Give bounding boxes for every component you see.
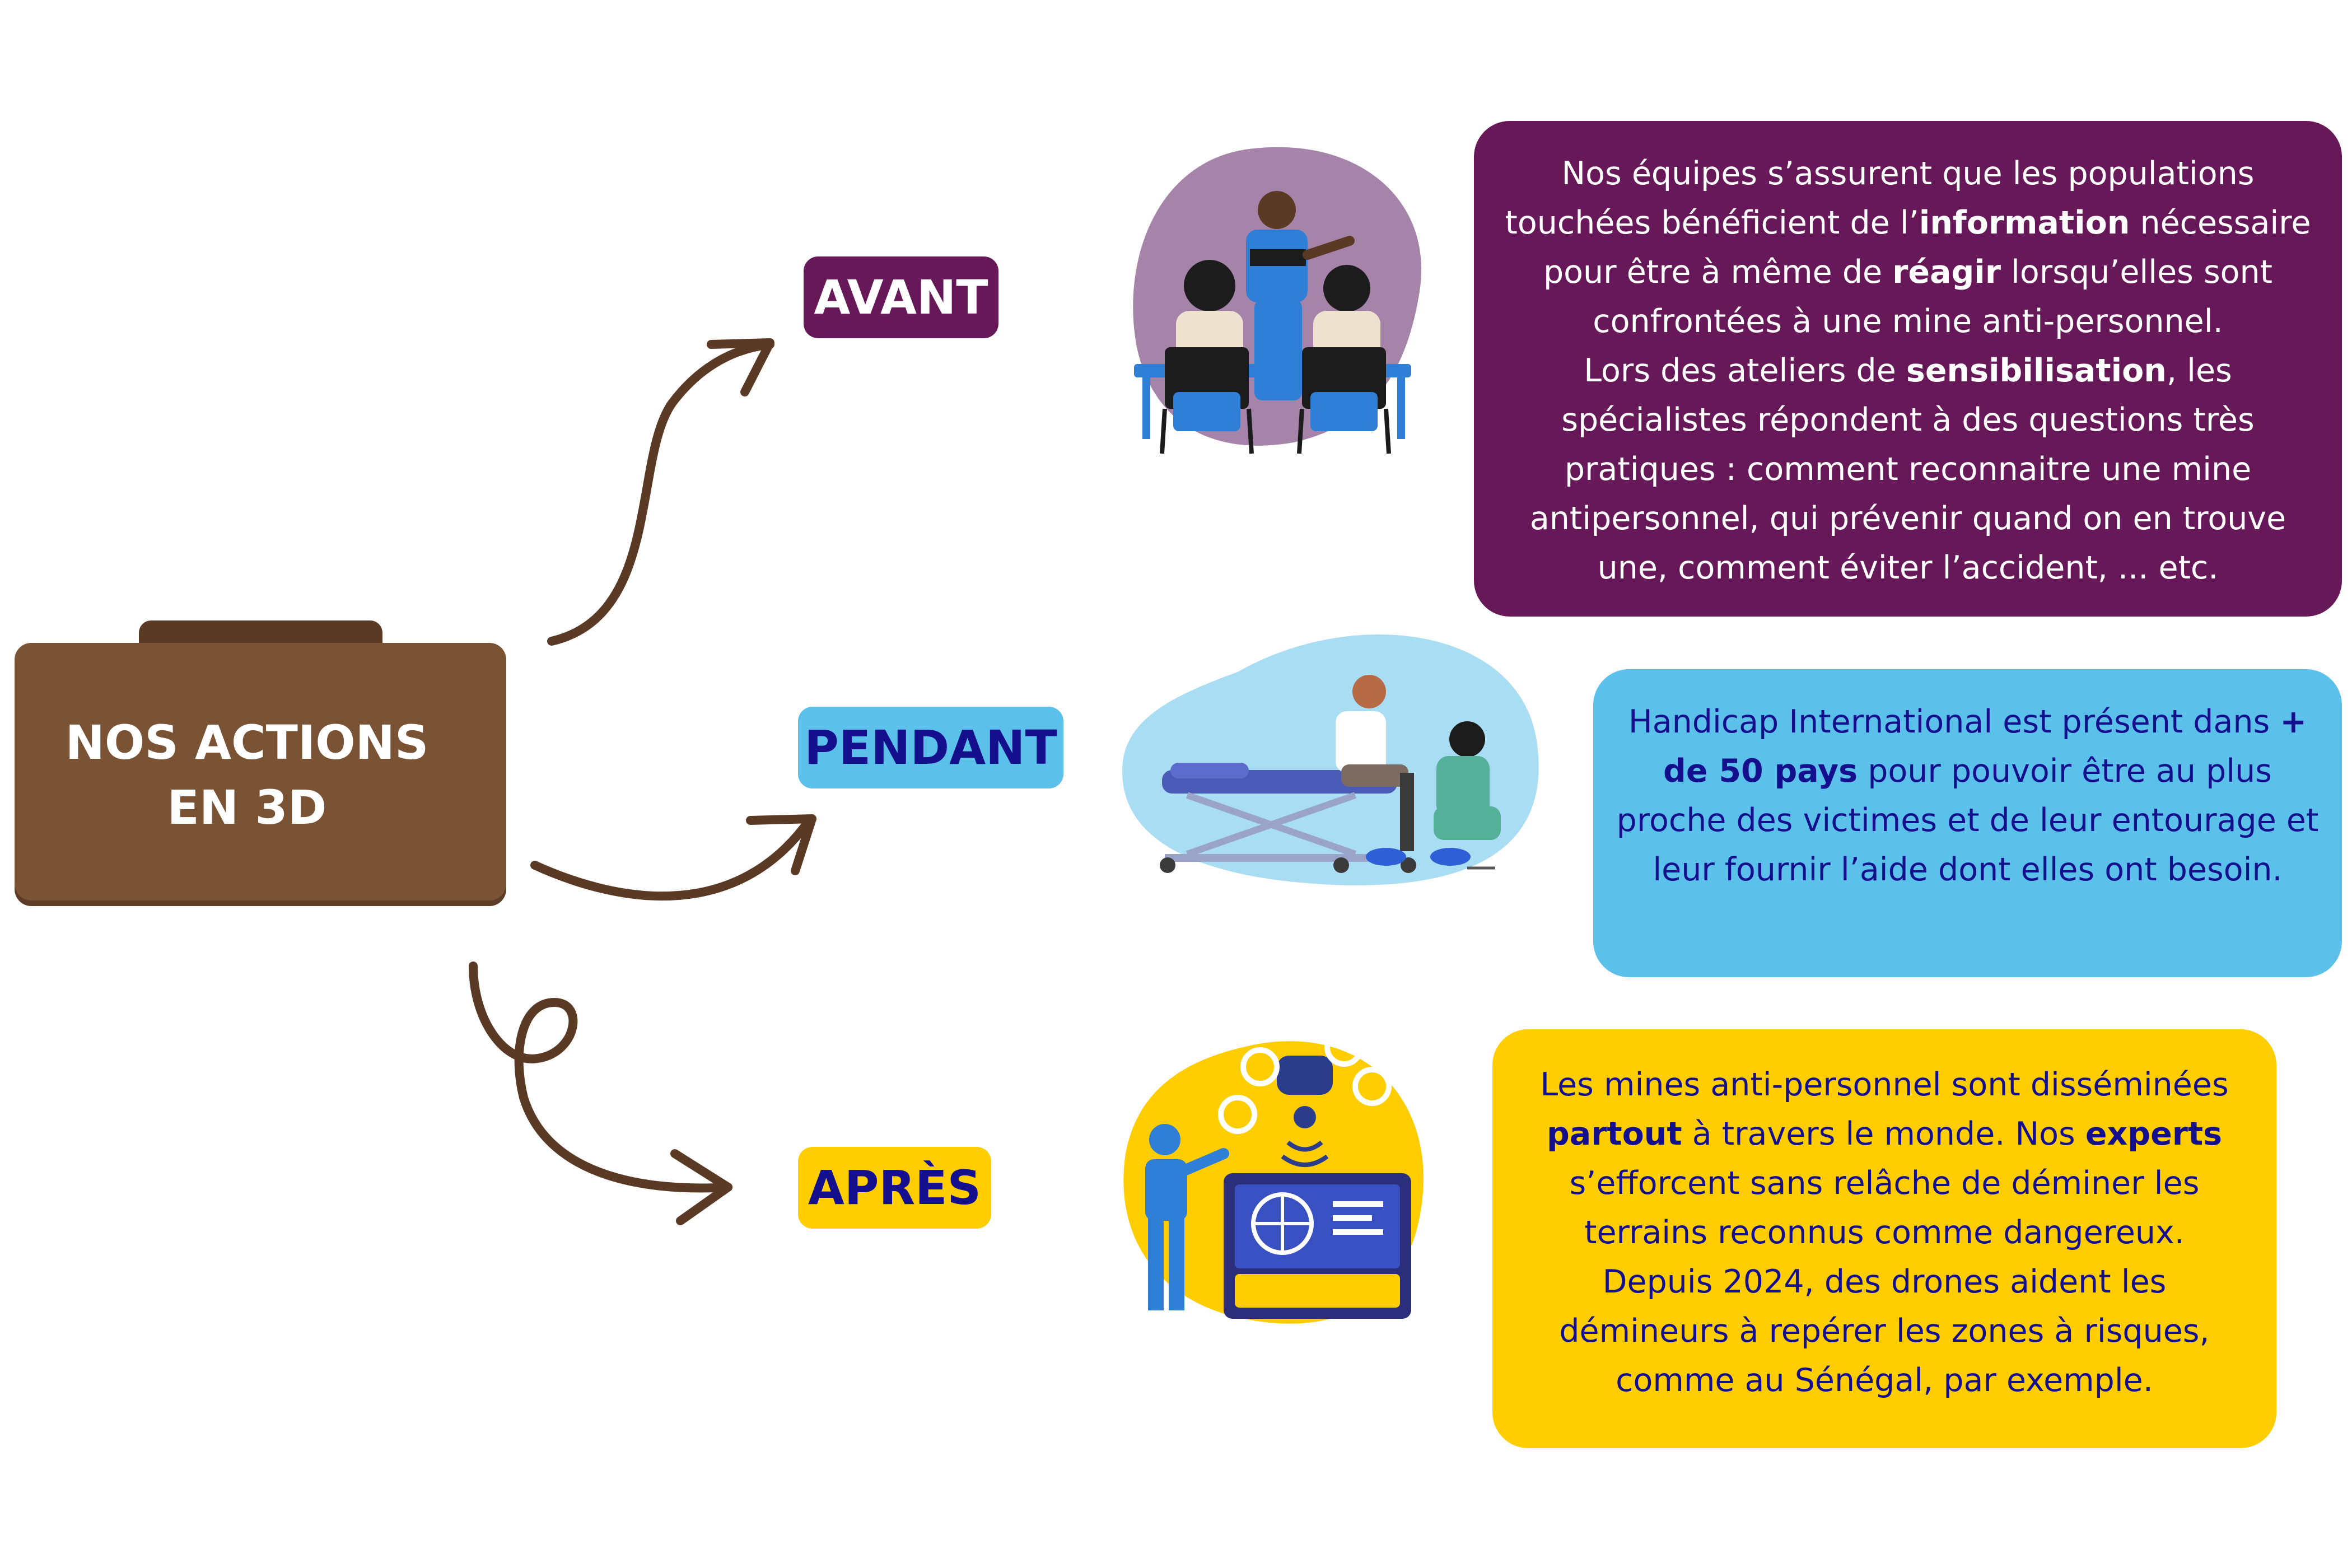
info-avant-paragraph-2: Lors des ateliers de sensibilisation, le… <box>1496 346 2320 592</box>
text-run: , les spécialistes répondent à des quest… <box>1529 352 2286 586</box>
text-run: Lors des ateliers de <box>1584 352 1906 389</box>
classroom-illustration <box>1133 147 1422 454</box>
text-run: s’efforcent sans relâche de déminer les … <box>1569 1165 2200 1251</box>
arrow-to-pendant <box>530 814 816 901</box>
info-apres-paragraph-1: Les mines anti-personnel sont disséminée… <box>1515 1060 2254 1257</box>
info-apres-paragraph-2: Depuis 2024, des drones aident les démin… <box>1559 1263 2210 1399</box>
info-box-avant: Nos équipes s’assurent que les populatio… <box>1474 121 2342 617</box>
arrow-to-apres <box>469 962 732 1225</box>
text-run: nécessaire pour être à même de <box>1543 204 2311 291</box>
text-run: lorsqu’elles sont confrontées à une mine… <box>1593 254 2272 340</box>
central-node-line1: NOS ACTIONS <box>65 715 429 770</box>
text-run: Handicap International est présent dans <box>1628 703 2280 740</box>
bold-run: + de 50 pays <box>1663 703 2307 790</box>
central-node-folder <box>15 643 506 900</box>
bold-run: information <box>1919 204 2130 241</box>
drone-demining-illustration <box>1123 1028 1424 1324</box>
bold-run: sensibilisation <box>1906 352 2167 389</box>
text-run: Les mines anti-personnel sont disséminée… <box>1540 1066 2229 1103</box>
bold-run: experts <box>2085 1116 2223 1152</box>
central-node-line2: EN 3D <box>167 780 327 835</box>
central-node-label: NOS ACTIONS EN 3D <box>15 710 479 840</box>
info-pendant-paragraph: Handicap International est présent dans … <box>1616 697 2320 894</box>
stage-avant: AVANT <box>804 256 998 338</box>
arrow-to-avant <box>547 338 774 646</box>
bold-run: partout <box>1546 1116 1682 1152</box>
info-box-apres: Les mines anti-personnel sont disséminée… <box>1492 1029 2276 1448</box>
stage-pendant: PENDANT <box>798 707 1063 788</box>
text-run: Nos équipes s’assurent que les populatio… <box>1505 155 2255 241</box>
info-box-pendant: Handicap International est présent dans … <box>1593 669 2342 977</box>
stage-apres: APRÈS <box>798 1147 991 1229</box>
rehabilitation-illustration <box>1122 634 1539 885</box>
info-avant-paragraph-1: Nos équipes s’assurent que les populatio… <box>1496 149 2320 346</box>
text-run: à travers le monde. Nos <box>1682 1116 2085 1152</box>
bold-run: réagir <box>1892 254 2001 291</box>
text-run: pour pouvoir être au plus proche des vic… <box>1616 753 2319 888</box>
